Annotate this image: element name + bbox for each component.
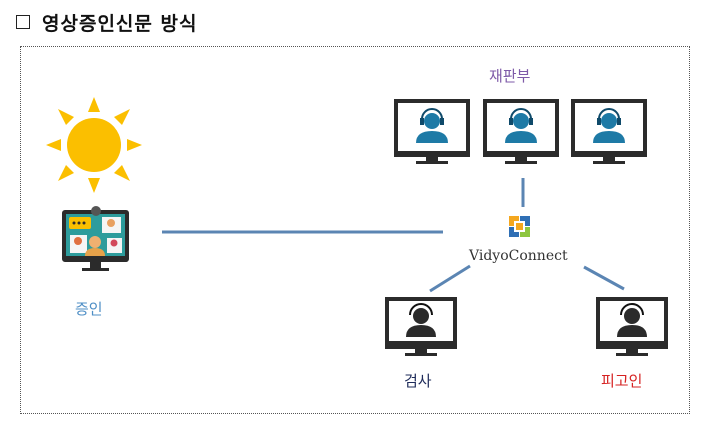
monitor-icon bbox=[385, 297, 457, 356]
monitor-icon bbox=[394, 99, 470, 164]
title-row: 영상증인신문 방식 bbox=[16, 8, 197, 36]
prosecutor-label: 검사 bbox=[404, 372, 432, 390]
vidyo-logo-icon bbox=[509, 216, 530, 237]
witness-label: 증인 bbox=[75, 300, 103, 318]
connector-defendant bbox=[583, 265, 625, 291]
checkbox-icon bbox=[16, 15, 30, 29]
connector-prosecutor bbox=[429, 264, 471, 293]
monitor-icon bbox=[571, 99, 647, 164]
defendant-label: 피고인 bbox=[601, 372, 643, 390]
court-label: 재판부 bbox=[489, 67, 531, 85]
diagram-frame bbox=[20, 46, 690, 414]
monitor-icon bbox=[596, 297, 668, 356]
video-conference-icon bbox=[62, 206, 129, 271]
page-title: 영상증인신문 방식 bbox=[42, 12, 198, 35]
sun-icon bbox=[46, 97, 142, 193]
platform-label: VidyoConnect bbox=[469, 248, 568, 264]
monitor-icon bbox=[483, 99, 559, 164]
